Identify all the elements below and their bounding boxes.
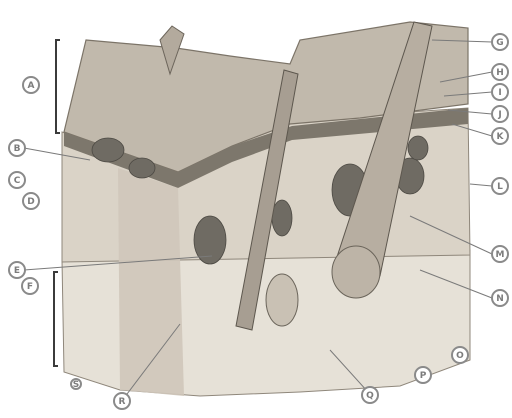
marker-D: D — [23, 193, 39, 209]
marker-Q: Q — [362, 387, 378, 403]
marker-E: E — [9, 262, 25, 278]
svg-text:A: A — [28, 81, 35, 91]
svg-text:B: B — [14, 144, 21, 154]
svg-text:H: H — [496, 68, 504, 78]
marker-M: M — [492, 246, 508, 262]
svg-text:M: M — [496, 250, 505, 260]
svg-text:P: P — [420, 371, 427, 381]
svg-text:F: F — [27, 282, 33, 292]
svg-text:E: E — [14, 266, 20, 276]
marker-N: N — [492, 290, 508, 306]
marker-H: H — [492, 64, 508, 80]
svg-text:L: L — [497, 182, 503, 192]
svg-text:O: O — [456, 351, 464, 361]
svg-text:D: D — [27, 197, 34, 207]
marker-A: A — [23, 77, 39, 93]
marker-K: K — [492, 128, 508, 144]
marker-I: I — [492, 84, 508, 100]
marker-J: J — [492, 106, 508, 122]
marker-G: G — [492, 34, 508, 50]
svg-text:K: K — [497, 132, 505, 142]
marker-B: B — [9, 140, 25, 156]
svg-text:I: I — [498, 88, 501, 98]
marker-P: P — [415, 367, 431, 383]
svg-text:R: R — [119, 397, 126, 407]
marker-S: S — [71, 379, 81, 390]
marker-L: L — [492, 178, 508, 194]
svg-text:Q: Q — [366, 391, 374, 401]
marker-C: C — [9, 172, 25, 188]
svg-text:N: N — [496, 294, 504, 304]
hair-bulb-middle — [266, 274, 298, 326]
svg-text:S: S — [73, 380, 79, 390]
marker-F: F — [22, 278, 38, 294]
svg-text:G: G — [496, 38, 503, 48]
marker-R: R — [114, 393, 130, 409]
marker-O: O — [452, 347, 468, 363]
svg-text:J: J — [497, 110, 501, 120]
svg-text:C: C — [14, 176, 21, 186]
hair-bulb-right — [332, 246, 380, 298]
